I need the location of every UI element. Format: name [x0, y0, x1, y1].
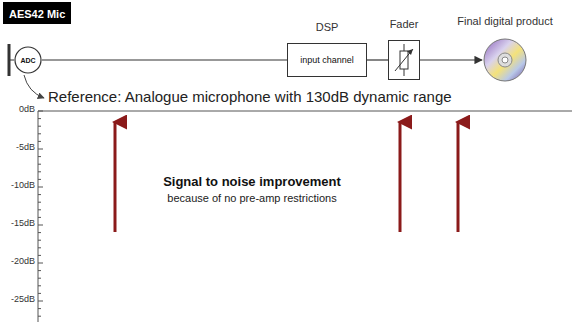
signal-wire — [42, 59, 287, 60]
node-label: ADC — [20, 57, 35, 64]
reference-leader — [24, 75, 44, 98]
axis-tick — [38, 164, 41, 165]
improvement-arrow — [399, 122, 402, 232]
improvement-arrow — [114, 122, 117, 232]
annotation-heading: Signal to noise improvement — [163, 174, 341, 189]
mic-capsule: ADC — [14, 46, 42, 74]
axis-tick — [38, 255, 41, 256]
axis-label: 0dB — [19, 104, 35, 114]
axis-label: -20dB — [11, 256, 35, 266]
axis-tick — [38, 308, 41, 309]
axis-tick — [38, 270, 41, 271]
axis-tick — [38, 232, 41, 233]
dsp-box: DSPinput channel — [287, 43, 367, 77]
axis-label: -5dB — [16, 142, 35, 152]
reference-line — [38, 111, 572, 112]
y-axis — [38, 111, 39, 322]
axis-tick — [38, 187, 43, 188]
axis-tick — [38, 133, 41, 134]
title-tag: AES42 Mic — [3, 2, 71, 24]
axis-tick — [38, 217, 41, 218]
axis-tick — [38, 171, 41, 172]
axis-ticks — [38, 111, 43, 316]
axis-tick — [38, 126, 41, 127]
axis-tick — [38, 225, 43, 226]
cd-disc: Final digital product — [483, 38, 527, 82]
axis-tick — [38, 301, 43, 302]
signal-wire — [420, 59, 482, 60]
stage-heading: Fader — [390, 18, 419, 30]
fader-box: Fader — [388, 40, 420, 80]
stage-heading: Final digital product — [457, 15, 552, 27]
annotation-note: because of no pre-amp restrictions — [167, 192, 336, 204]
axis-tick — [38, 149, 43, 150]
axis-tick — [38, 118, 41, 119]
axis-tick — [38, 194, 41, 195]
improvement-arrow — [457, 122, 460, 232]
axis-tick — [38, 209, 41, 210]
axis-tick — [38, 202, 41, 203]
axis-tick — [38, 278, 41, 279]
axis-tick — [38, 316, 41, 317]
axis-tick — [38, 240, 41, 241]
variable-resistor-symbol — [389, 41, 419, 79]
axis-label: -10dB — [11, 180, 35, 190]
axis-tick — [38, 179, 41, 180]
axis-tick — [38, 247, 41, 248]
axis-tick — [38, 285, 41, 286]
axis-tick — [38, 293, 41, 294]
axis-tick — [38, 263, 43, 264]
stage-heading: DSP — [316, 21, 339, 33]
node-label: AES42 Mic — [9, 8, 65, 20]
node-label: input channel — [300, 55, 354, 65]
axis-tick — [38, 156, 41, 157]
signal-wire — [367, 59, 388, 60]
axis-label: -25dB — [11, 294, 35, 304]
mic-stem — [10, 60, 14, 61]
axis-tick — [38, 141, 41, 142]
axis-label: -15dB — [11, 218, 35, 228]
axis-tick — [38, 111, 43, 112]
reference-label: Reference: Analogue microphone with 130d… — [48, 88, 452, 105]
cd-disc-image — [483, 38, 527, 82]
